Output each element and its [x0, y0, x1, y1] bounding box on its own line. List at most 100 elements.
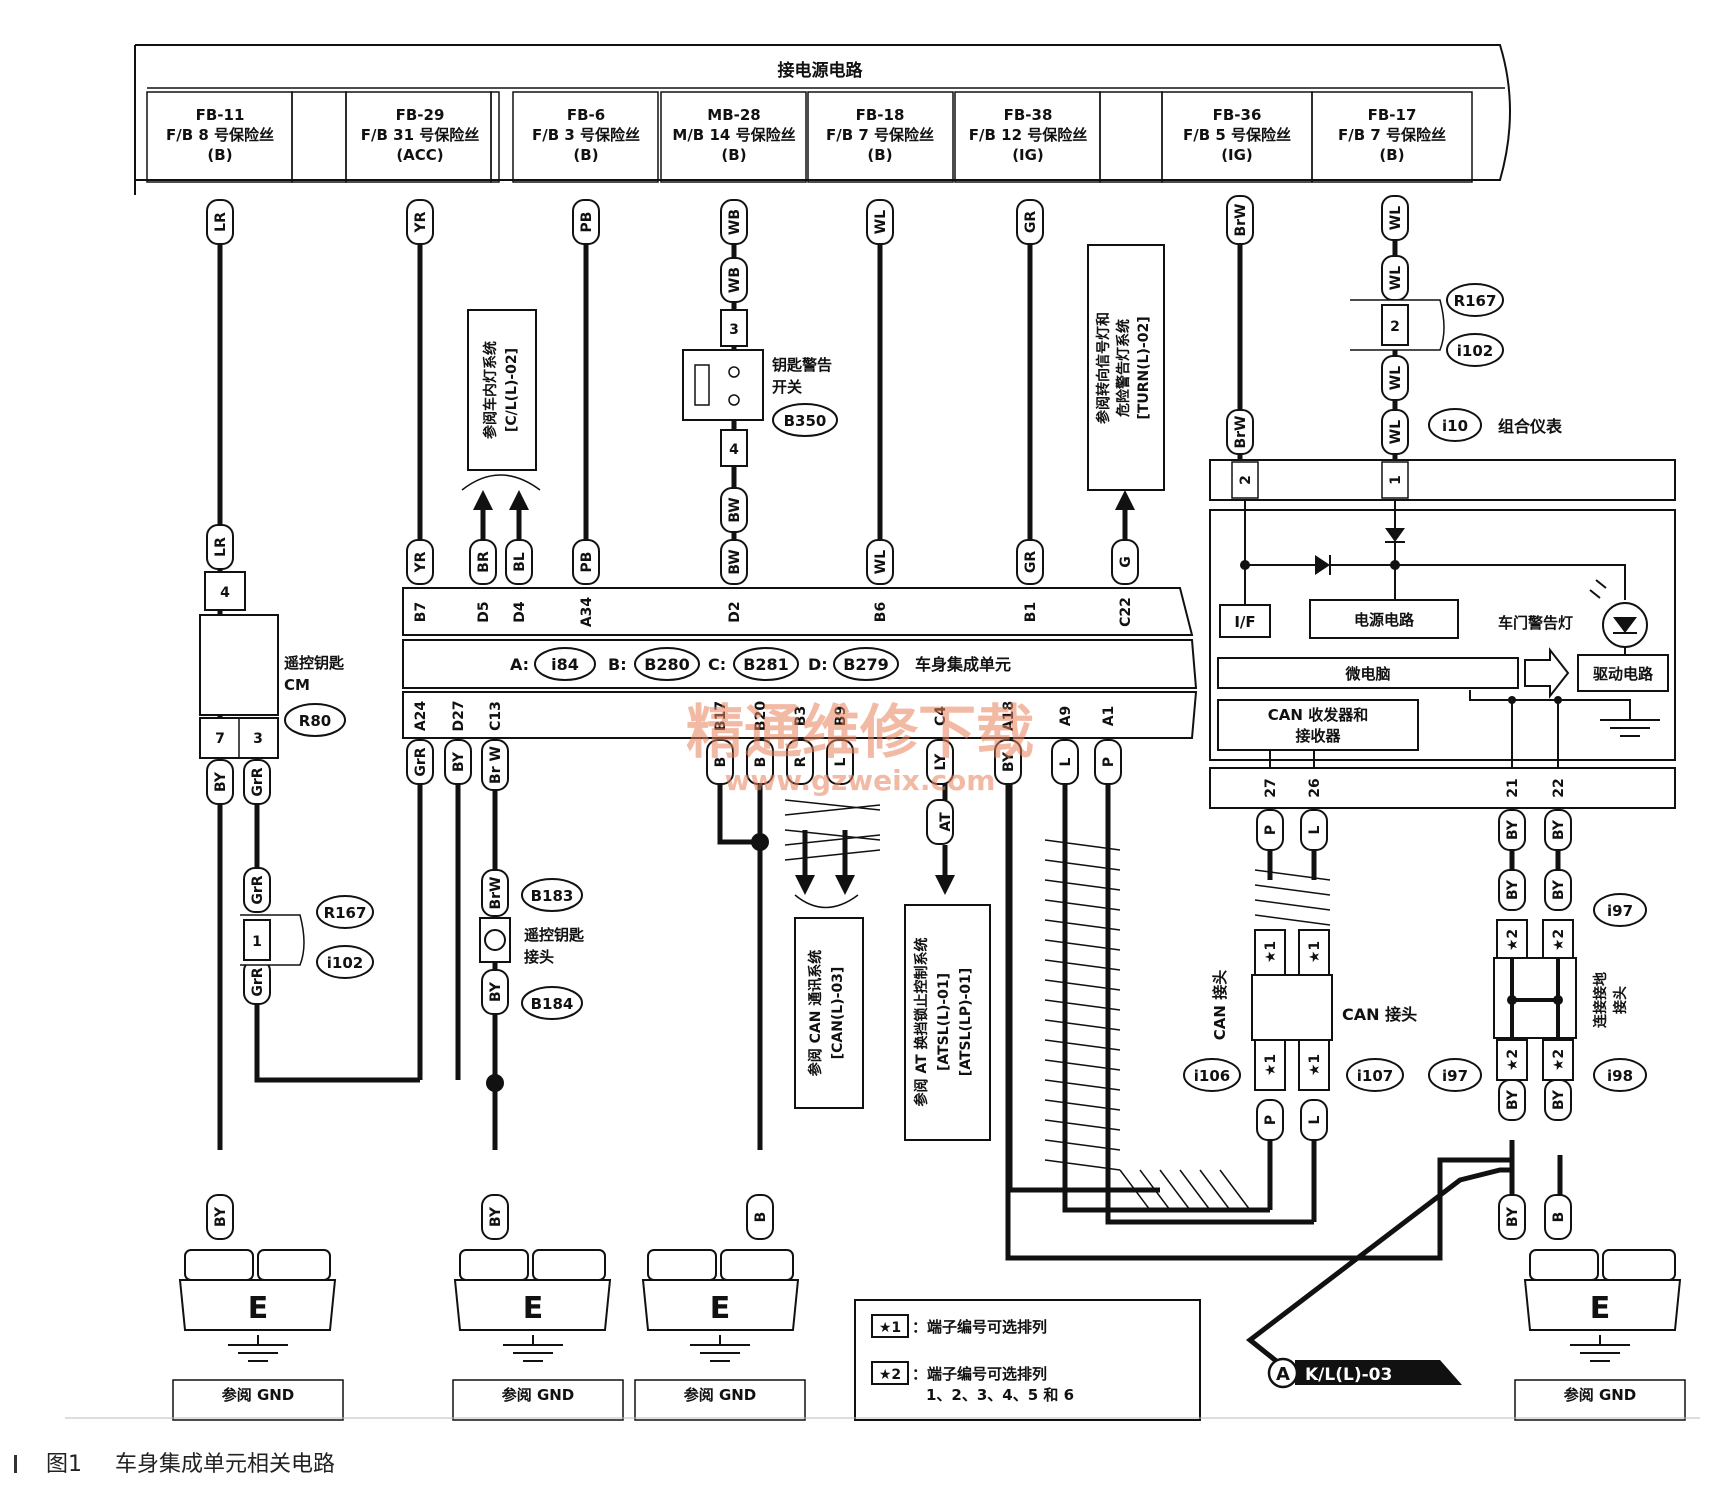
fuse-name-5: F/B 7 号保险丝	[826, 126, 934, 144]
wire-tag: BrW	[1233, 415, 1249, 448]
wire-tag: P	[1101, 757, 1117, 767]
wire-tag: R	[793, 756, 809, 767]
pin-label: A1	[1101, 706, 1117, 727]
connector-i97: i97	[1607, 902, 1633, 920]
pin-label: ★1	[1263, 941, 1279, 963]
wire-tag: BL	[512, 552, 528, 572]
combination-meter: 2 1 I/F 电源电路 车门警告灯 微电脑 驱动电路 CAN 收发器和 接收器	[1209, 459, 1676, 809]
fuse-mode-4: (B)	[721, 146, 746, 164]
fuse-mode-2: (ACC)	[396, 146, 443, 164]
wire-tag: L	[833, 757, 849, 766]
wiring-diagram: 接电源电路 FB-11 F/B 8 号保险丝 (B) FB-29 F/B 31 …	[65, 44, 1700, 1421]
notes-box: ★1 ：端子编号可选排列 ★2 ：端子编号可选排列 1、2、3、4、5 和 6	[854, 1299, 1201, 1421]
key-warn-label-2: 开关	[772, 378, 802, 396]
caption-text: 车身集成单元相关电路	[115, 1452, 336, 1477]
connector-i102: i102	[327, 954, 363, 972]
fuse-name-2: F/B 31 号保险丝	[361, 126, 479, 144]
wire-tag: WL	[873, 210, 889, 234]
wire-tag: BrW	[1233, 203, 1249, 236]
wire-tag: L	[1307, 825, 1323, 834]
wire-tag: GrR	[250, 875, 266, 904]
pin-label: B7	[413, 602, 429, 622]
ref-at-text-1: 参阅 AT 换挡锁止控制系统	[913, 937, 930, 1106]
pin-label: 2	[1238, 475, 1254, 485]
note-2-text: ：端子编号可选排列	[912, 1365, 1047, 1383]
body-integrated-unit: B7 D5 D4 A34 D2 B6 B1 C22 A24 D27 C13 B1…	[402, 587, 1198, 739]
junction-dots	[486, 833, 769, 1092]
fuse-code-3: FB-6	[567, 106, 605, 124]
pin-label: ★2	[1505, 1049, 1521, 1071]
header-title: 接电源电路	[778, 60, 864, 81]
pin-label: D5	[476, 601, 492, 622]
connector-B184: B184	[531, 995, 574, 1013]
fuse-code-2: FB-29	[396, 106, 445, 124]
connector-B280: B280	[644, 655, 690, 674]
ground-terminal	[453, 1249, 612, 1362]
pin-label: 3	[253, 731, 263, 747]
connector-i98: i98	[1607, 1067, 1633, 1085]
wire-tag: WB	[727, 267, 743, 293]
bcm-prefix-a: A:	[510, 655, 529, 674]
bcm-label: 车身集成单元	[915, 655, 1011, 674]
wire-tag: BY	[1551, 879, 1567, 900]
ground-terminal	[641, 1249, 800, 1362]
ref-turn-signal: 参阅转向信号灯和 危险警告灯系统 [TURN(L)-02]	[1087, 244, 1165, 540]
ground-joint-label: 连接接地	[1592, 972, 1609, 1028]
ref-turn-text-2: 危险警告灯系统	[1115, 319, 1132, 418]
ref-room-text-2: [C/L(L)-02]	[504, 348, 520, 432]
pin-label: 27	[1263, 778, 1279, 797]
can-joint-label-h: CAN 接头	[1342, 1005, 1417, 1024]
pin-label: 21	[1505, 778, 1521, 797]
key-warn-label: 钥匙警告	[772, 356, 832, 374]
fuse-mode-3: (B)	[573, 146, 598, 164]
ground-joint-label-2: 接头	[1612, 986, 1629, 1014]
wire-tag: PB	[579, 212, 595, 233]
power-supply-header: 接电源电路 FB-11 F/B 8 号保险丝 (B) FB-29 F/B 31 …	[134, 44, 1511, 195]
remote-cm-label-2: CM	[284, 676, 310, 694]
at-label: AT	[938, 812, 954, 832]
remote-key-cm: 4 7 3 遥控钥匙 CM R80	[199, 571, 346, 759]
wire-tag: P	[1263, 825, 1279, 835]
wire-tag: BY	[1505, 879, 1521, 900]
pin-label: 3	[729, 322, 739, 338]
connector-R167: R167	[1454, 292, 1497, 310]
pin-label: C4	[933, 706, 949, 726]
pin-label: 26	[1307, 778, 1323, 797]
wire-tags: LR YR PB WB WB WL GR BrW WL WL WL WL BrW…	[206, 195, 1572, 1240]
remote-joint-label-2: 接头	[524, 948, 554, 966]
connector-r167-lower: 1 R167 i102	[240, 895, 374, 979]
can-transceiver-label-2: 接收器	[1295, 727, 1341, 745]
pin-label: D27	[451, 700, 467, 731]
caption-bar	[14, 1455, 17, 1473]
wire-tag: GrR	[413, 747, 429, 776]
fuse-mode-8: (B)	[1379, 146, 1404, 164]
note-1-marker: ★1	[879, 1320, 901, 1336]
wire-tag: BY	[1551, 819, 1567, 840]
fuse-code-6: FB-38	[1004, 106, 1053, 124]
pin-label: 1	[252, 934, 262, 950]
fuse-name-6: F/B 12 号保险丝	[969, 126, 1087, 144]
bcm-prefix-b: B:	[608, 655, 627, 674]
wire-tag: G	[1118, 556, 1134, 568]
pin-label: A9	[1058, 706, 1074, 727]
gnd-reference: 参阅 GND	[684, 1386, 757, 1404]
fuse-code-5: FB-18	[856, 106, 905, 124]
combo-meter-label: 组合仪表	[1498, 417, 1563, 436]
connector-i107: i107	[1357, 1067, 1393, 1085]
wire-tag: BY	[1505, 819, 1521, 840]
wire-tag: BY	[213, 771, 229, 792]
pin-label: C13	[488, 701, 504, 731]
can-joints: ★1 ★1 ★1 ★1 CAN 接头 CAN 接头 i106 i107	[1183, 929, 1417, 1092]
pin-label: 4	[220, 585, 230, 601]
fuse-name-3: F/B 3 号保险丝	[532, 126, 640, 144]
note-1-text: ：端子编号可选排列	[912, 1318, 1047, 1336]
if-label: I/F	[1234, 613, 1255, 631]
pin-label: B9	[833, 706, 849, 726]
gnd-reference: 参阅 GND	[1564, 1386, 1637, 1404]
ground-terminals	[178, 1249, 1682, 1362]
wire-tag: L	[1307, 1115, 1323, 1124]
wire-tag: GrR	[250, 967, 266, 996]
pin-label: ★2	[1505, 929, 1521, 951]
ground-terminal	[1523, 1249, 1682, 1362]
connector-B350: B350	[784, 412, 827, 430]
